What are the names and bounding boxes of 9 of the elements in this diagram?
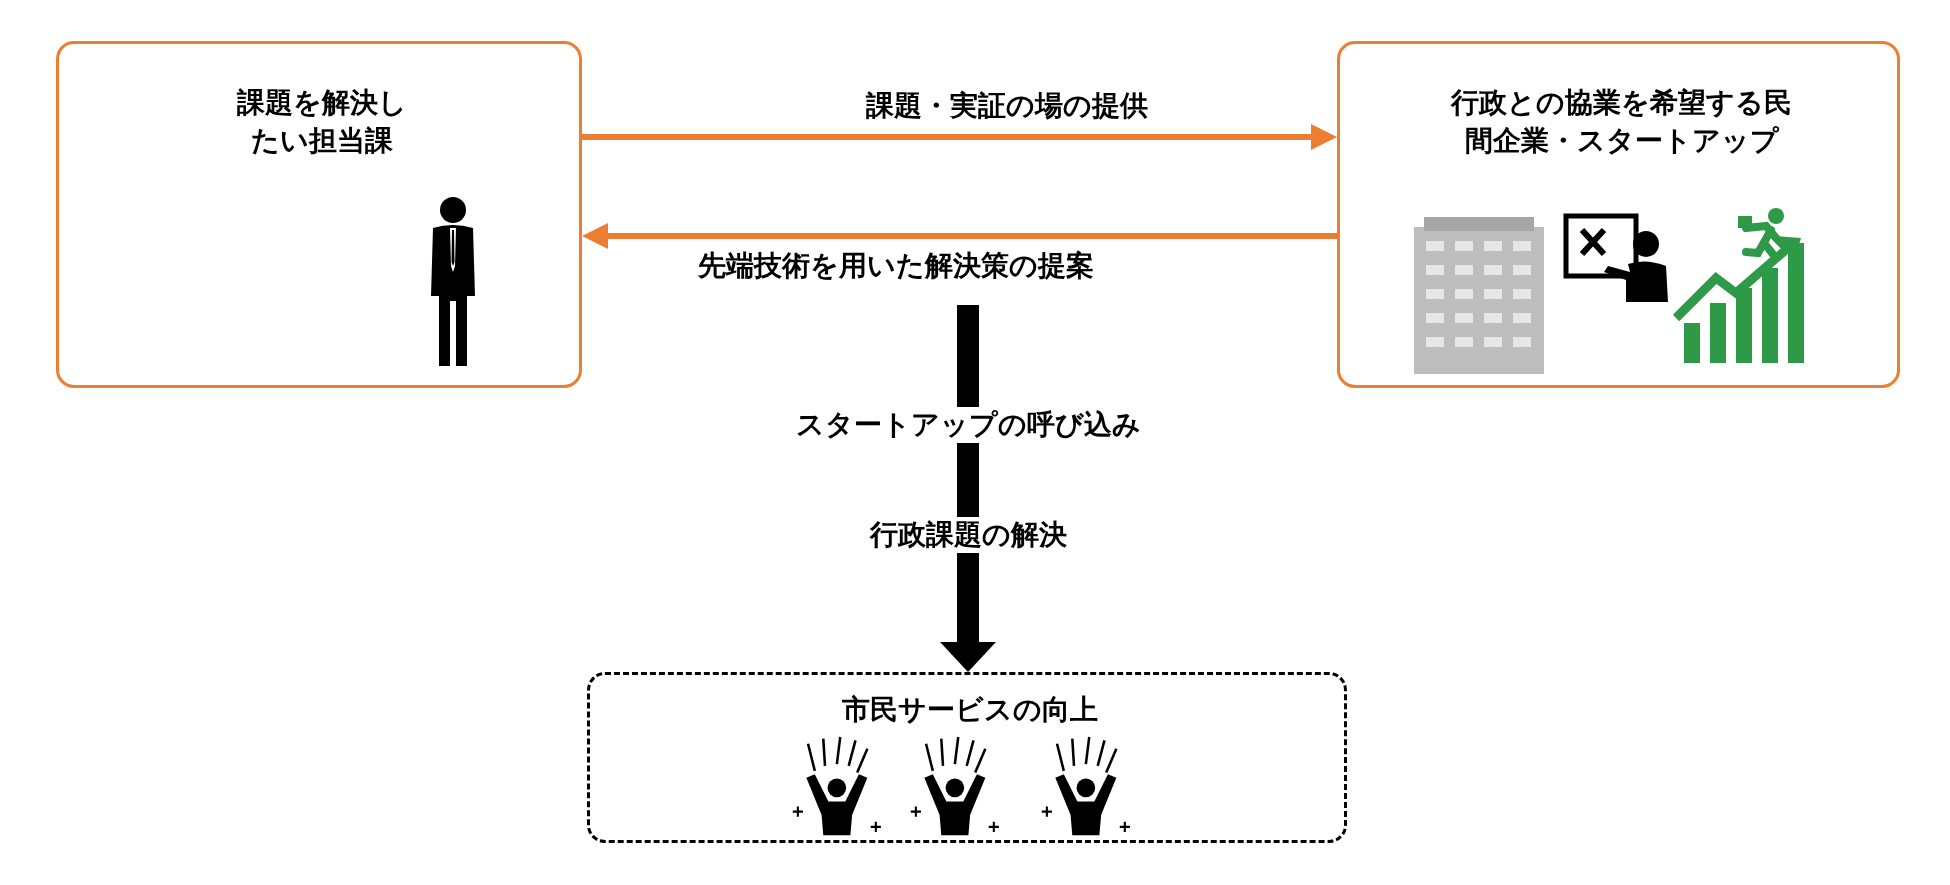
box-heading: 市民サービスの向上 (841, 692, 1099, 728)
box-heading: 課題を解決したい担当課 (236, 85, 408, 159)
arrow (582, 124, 1337, 150)
arrow (940, 305, 996, 672)
arrow (582, 223, 1337, 249)
box-heading: 行政との協業を希望する民間企業・スタートアップ (1449, 85, 1793, 159)
rounded-box (1337, 41, 1900, 388)
rounded-box (56, 41, 582, 388)
dashed-box (587, 672, 1347, 843)
